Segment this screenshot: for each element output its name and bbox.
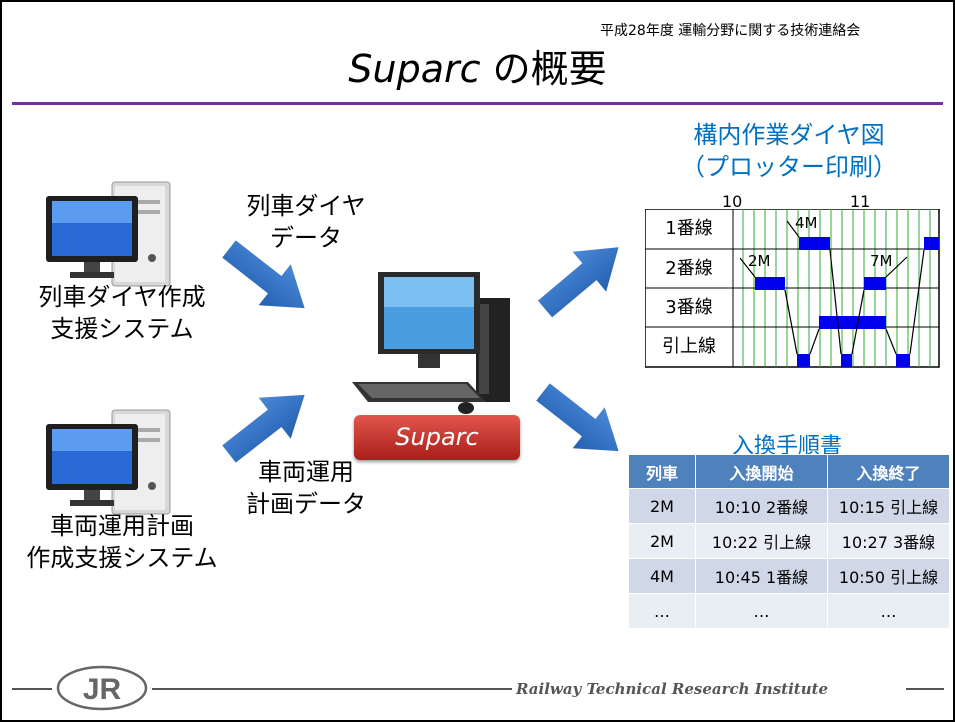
table-row: ………: [628, 593, 950, 629]
track-labels: 1番線 2番線 3番線 引上線: [645, 209, 733, 367]
page-title: Suparc の概要: [2, 38, 953, 93]
track-label: 3番線: [665, 297, 713, 318]
desktop-computer-icon: [46, 409, 171, 515]
jr-logo: JR: [56, 665, 148, 711]
train-label-7m: 7M: [870, 252, 893, 270]
arrow-icon: [537, 247, 619, 318]
desktop-computer-icon: [46, 181, 171, 287]
arrow-icon: [222, 240, 305, 309]
system2-label: 車両運用計画作成支援システム: [26, 512, 218, 572]
track-label: 1番線: [665, 218, 713, 239]
time-label-10: 10: [722, 192, 743, 211]
logo-text: JR: [83, 673, 122, 706]
footer-divider: [152, 688, 512, 690]
train-label-2m: 2M: [748, 252, 771, 270]
title-divider: [12, 102, 943, 105]
track-label: 2番線: [665, 258, 713, 279]
time-label-11: 11: [850, 192, 871, 211]
footer-divider: [906, 688, 944, 690]
table-header-row: 列車 入換開始 入換終了: [628, 454, 950, 489]
suparc-label: Suparc: [354, 415, 520, 460]
title-product: Suparc: [348, 47, 481, 91]
train-diagram-data-label: 列車ダイヤデータ: [246, 192, 366, 252]
diagram-title: 構内作業ダイヤ図（プロッター印刷）: [681, 121, 897, 181]
train-label-4m: 4M: [795, 214, 818, 232]
column-header: 入換終了: [827, 454, 950, 489]
footer-divider: [12, 688, 52, 690]
column-header: 列車: [628, 454, 696, 489]
arrow-icon: [536, 383, 619, 452]
column-header: 入換開始: [695, 454, 828, 489]
institute-name: Railway Technical Research Institute: [516, 680, 829, 698]
system1-label: 列車ダイヤ作成支援システム: [38, 283, 206, 343]
track-work-diagram: [645, 209, 940, 368]
suparc-computer-icon: [352, 272, 510, 414]
vehicle-plan-data-label: 車両運用計画データ: [246, 458, 366, 518]
arrow-icon: [222, 394, 305, 463]
track-label: 引上線: [662, 336, 716, 357]
title-rest: の概要: [480, 47, 607, 91]
conference-label: 平成28年度 運輸分野に関する技術連絡会: [600, 23, 861, 39]
